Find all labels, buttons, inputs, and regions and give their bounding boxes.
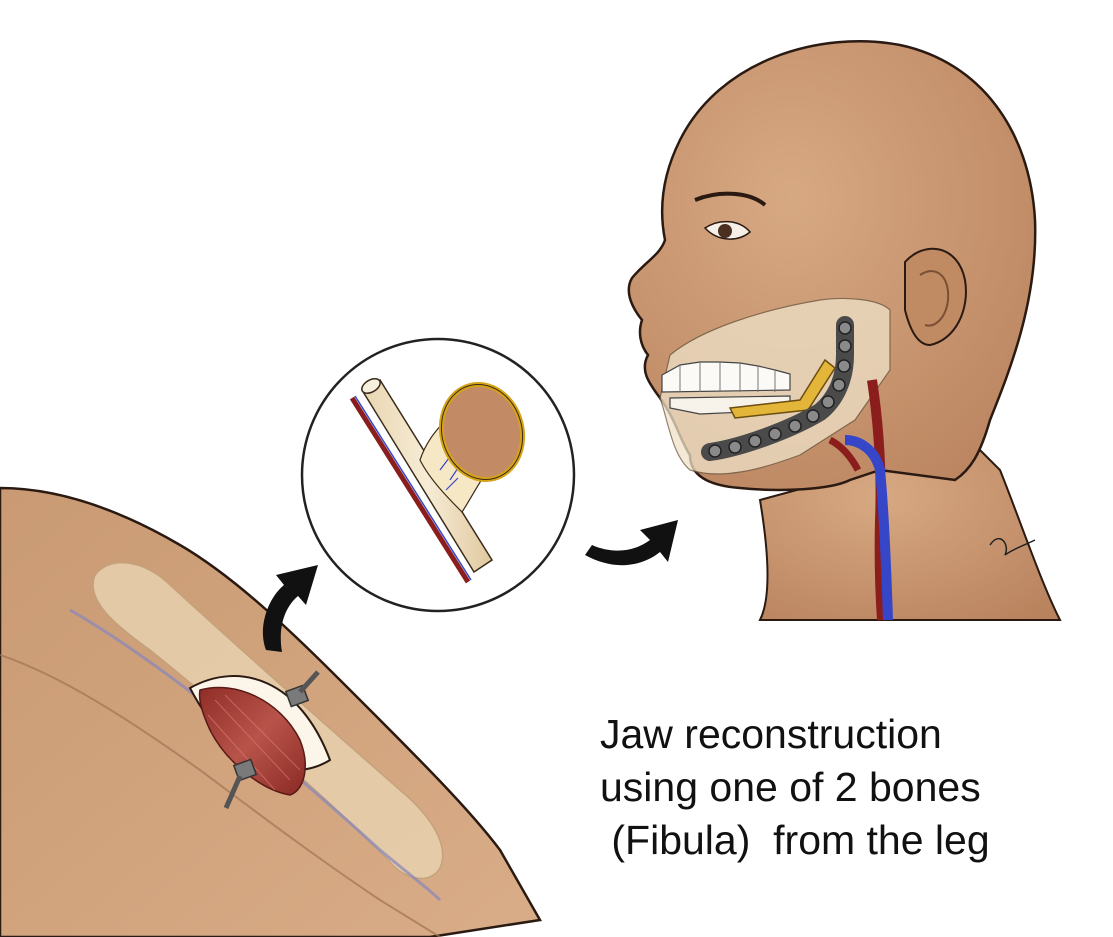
fibula-bone-graft-icon [300,337,576,613]
caption-line-2: using one of 2 bones [600,764,981,810]
head-skull-icon [627,40,1062,621]
caption-line-3: (Fibula) from the leg [600,817,990,863]
signature [989,538,1036,556]
retractor-icon [223,758,258,810]
caption-line-1: Jaw reconstruction [600,711,942,757]
curved-arrow-icon [585,520,678,566]
curved-arrow-icon [262,565,318,652]
fixation-plate [701,316,854,461]
leg-icon [0,486,542,937]
vein [844,435,893,621]
retractor-icon [284,670,320,708]
caption: Jaw reconstruction using one of 2 bones … [600,708,1080,867]
